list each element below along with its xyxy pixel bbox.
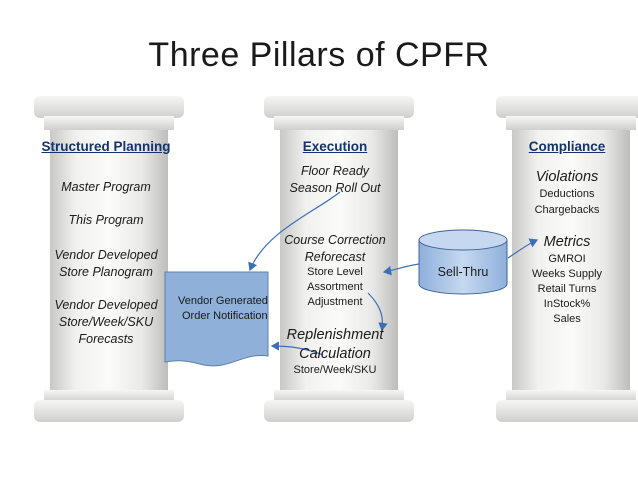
pillar-heading-planning: Structured Planning [41, 139, 171, 154]
planning-item: Store/Week/SKU [58, 315, 154, 329]
compliance-item: Sales [553, 313, 581, 325]
planning-item: Store Planogram [59, 265, 153, 279]
execution-item: Floor Ready [300, 164, 370, 178]
execution-item: Adjustment [307, 296, 363, 308]
compliance-item: Violations [535, 169, 599, 185]
arrow-season-to-document [248, 191, 341, 272]
compliance-item: Deductions [539, 188, 595, 200]
arrow-calculation-to-document [270, 341, 324, 356]
execution-item: Season Roll Out [289, 181, 381, 195]
planning-item: Vendor Developed [54, 248, 158, 262]
compliance-item: Weeks Supply [531, 268, 603, 280]
planning-item: Master Program [61, 180, 151, 194]
order-notification-document [164, 271, 269, 367]
execution-item: Replenishment [286, 327, 384, 343]
compliance-item: Chargebacks [534, 204, 600, 216]
pillar-heading-execution: Execution [302, 139, 368, 154]
compliance-item: Metrics [543, 234, 591, 250]
execution-item: Reforecast [304, 250, 366, 264]
arrow-sellthru-to-metrics [507, 238, 539, 259]
compliance-item: InStock% [543, 298, 591, 310]
execution-item: Store Level [307, 266, 363, 278]
arrow-adjustment-to-replenishment [367, 292, 388, 332]
execution-item: Course Correction [284, 233, 386, 247]
planning-item: Forecasts [78, 332, 134, 346]
execution-item: Calculation [299, 346, 371, 362]
sell-thru-label: Sell-Thru [437, 265, 489, 279]
arrow-sellthru-to-storelevel [382, 263, 420, 276]
compliance-item: GMROI [548, 253, 586, 265]
planning-item: Vendor Developed [54, 298, 158, 312]
page-title: Three Pillars of CPFR [148, 36, 490, 74]
pillar-structured-planning [34, 96, 184, 422]
planning-item: This Program [68, 213, 144, 227]
execution-item: Assortment [307, 281, 363, 293]
document-label-line2: Order Notification [182, 310, 268, 322]
sell-thru-cylinder [418, 229, 508, 295]
pillar-heading-compliance: Compliance [528, 139, 606, 154]
execution-item: Store/Week/SKU [293, 364, 377, 376]
compliance-item: Retail Turns [537, 283, 597, 295]
pillar-compliance [496, 96, 638, 422]
document-label-line1: Vendor Generated [178, 295, 268, 307]
